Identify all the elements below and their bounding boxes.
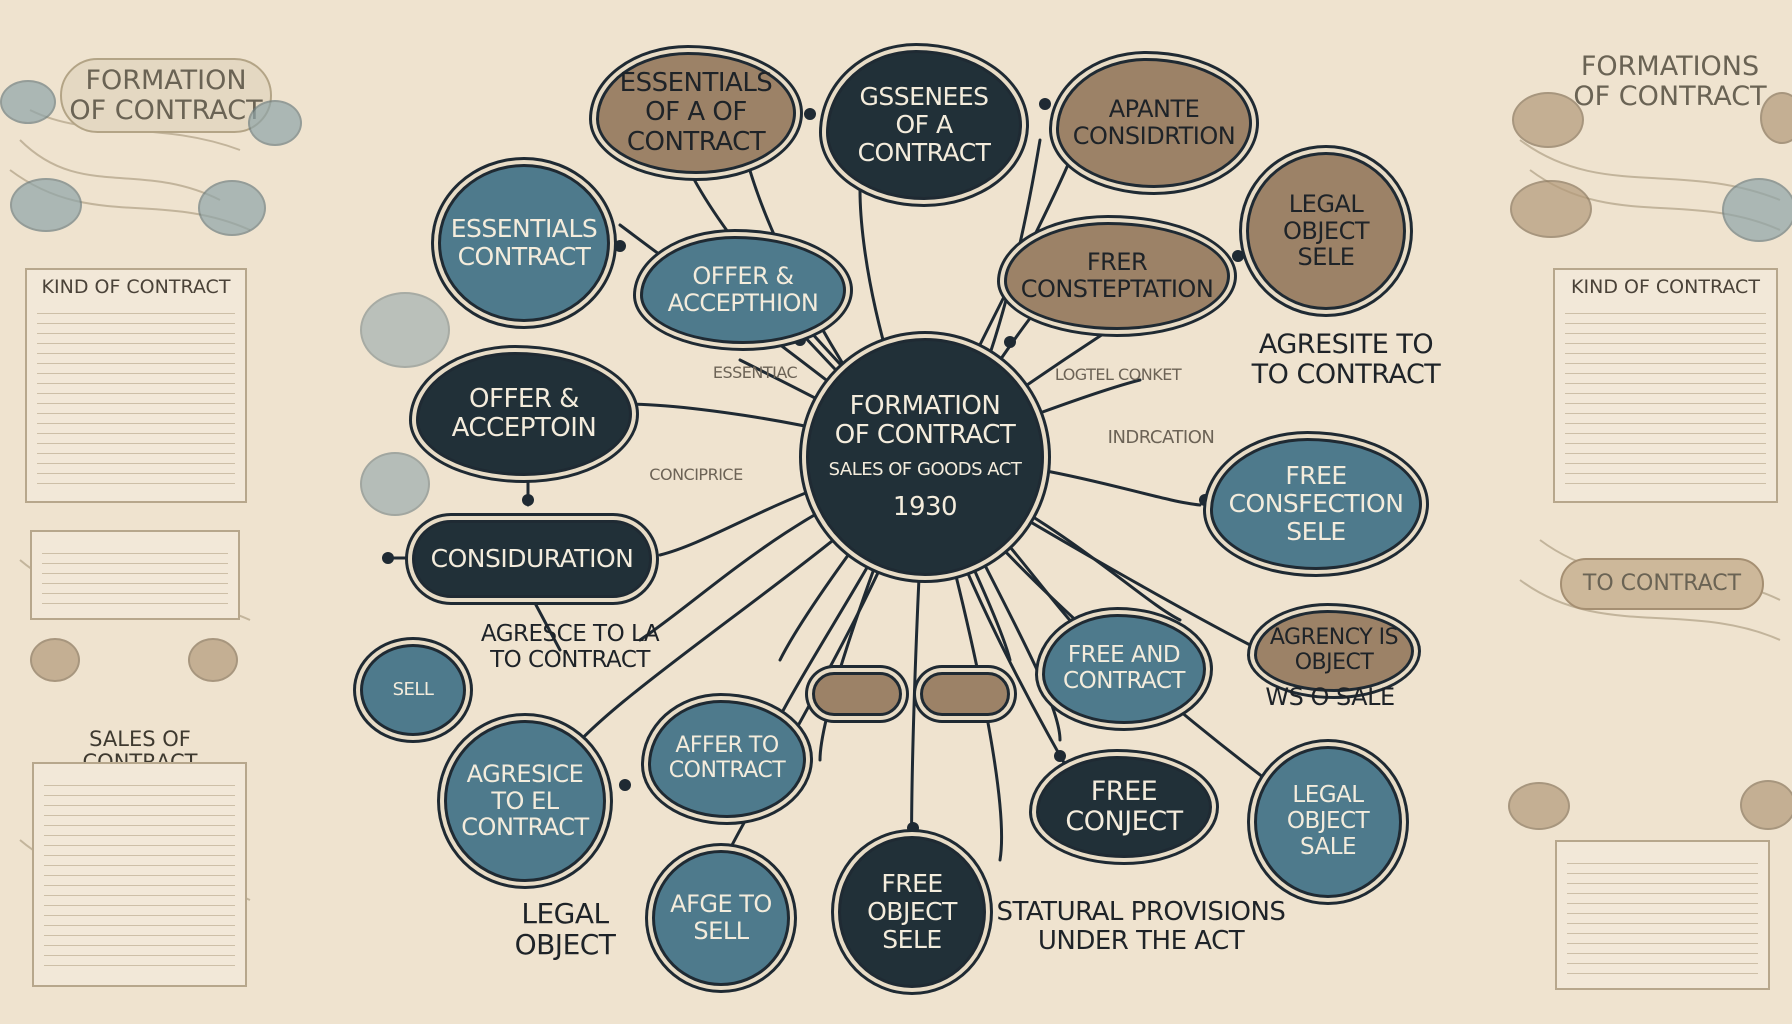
node-frer-consteptation: FRER CONSTEPTATION — [1004, 222, 1230, 330]
center-node-formation-of-contract: FORMATION OF CONTRACT SALES OF GOODS ACT… — [806, 338, 1044, 576]
center-line2: OF CONTRACT — [834, 420, 1016, 451]
label-agresite-to-contract: AGRESITE TO TO CONTRACT — [1251, 329, 1441, 391]
right-kind-panel-title: KIND OF CONTRACT — [1571, 276, 1760, 298]
node-agrency-is-object: AGRENCY IS OBJECT — [1254, 610, 1414, 692]
node-afge-to-sell: AFGE TO SELL — [652, 850, 790, 986]
right-kind-panel-lines — [1565, 304, 1766, 491]
label-ws-o-sale: WS O SALE — [1265, 683, 1395, 711]
node-essentials-of-a-contract-mid: GSSENEES OF A CONTRACT — [826, 50, 1022, 200]
right-badge-5 — [1508, 782, 1570, 830]
right-badge-1 — [1512, 92, 1584, 148]
right-mid-title: TO CONTRACT — [1560, 558, 1764, 611]
left-badge-1 — [0, 80, 56, 124]
left-badge-4 — [198, 180, 266, 236]
center-line1: FORMATION — [849, 391, 1001, 422]
left-badge-3 — [10, 178, 82, 232]
left-kind-panel: KIND OF CONTRACT — [25, 268, 247, 503]
node-essentials-of-a-contract-top: ESSENTIALS OF A OF CONTRACT — [596, 52, 796, 174]
label-statutory-provisions: STATURAL PROVISIONS UNDER THE ACT — [996, 897, 1286, 957]
small-node-left — [812, 672, 902, 716]
label-legal-object: LEGAL OBJECT — [514, 897, 616, 962]
center-line3: SALES OF GOODS ACT — [828, 459, 1022, 481]
right-side-title: FORMATIONS OF CONTRACT — [1573, 51, 1767, 112]
left-badge-5 — [30, 638, 80, 682]
label-logtel-conket: LOGTEL CONKET — [1054, 365, 1182, 384]
node-free-conject: FREE CONJECT — [1036, 756, 1212, 858]
left-sales-panel-lines — [44, 776, 235, 975]
small-node-sell-label: SELL — [392, 678, 434, 700]
node-free-and-contract: FREE AND CONTRACT — [1042, 614, 1206, 724]
right-bottom-panel — [1555, 840, 1770, 990]
node-essentials-contract: ESSENTIALS CONTRACT — [438, 164, 610, 322]
right-badge-3 — [1510, 180, 1592, 238]
node-offer-accepthion: OFFER & ACCEPTHION — [640, 236, 846, 344]
label-agresce-to-contract: AGRESCE TO LA TO CONTRACT — [480, 621, 660, 673]
center-line4: 1930 — [892, 491, 958, 522]
right-badge-6 — [1740, 780, 1792, 830]
left-side-title: FORMATION OF CONTRACT — [60, 58, 272, 134]
small-node-right — [920, 672, 1010, 716]
left-mid-panel — [30, 530, 240, 620]
node-free-consfection-sele: FREE CONSFECTION SELE — [1210, 438, 1422, 570]
left-badge-2 — [248, 100, 302, 146]
node-offer-acceptoin: OFFER & ACCEPTOIN — [416, 352, 632, 476]
right-kind-panel: KIND OF CONTRACT — [1553, 268, 1778, 503]
label-conciprice: CONCIPRICE — [649, 465, 743, 484]
small-node-sell: SELL — [360, 644, 466, 736]
left-mid-panel-lines — [42, 544, 228, 608]
right-badge-4 — [1722, 178, 1792, 242]
label-essentiac: ESSENTIAC — [712, 363, 798, 382]
node-legal-object-sele: LEGAL OBJECT SELE — [1246, 152, 1406, 310]
node-apante-consideration: APANTE CONSIDRTION — [1056, 58, 1252, 188]
left-kind-panel-lines — [37, 304, 235, 491]
node-free-object-sele: FREE OBJECT SELE — [838, 836, 986, 988]
node-considuration: CONSIDURATION — [412, 520, 652, 598]
left-kind-panel-title: KIND OF CONTRACT — [41, 276, 231, 298]
label-indrcation: INDRCATION — [1107, 427, 1215, 448]
right-bottom-panel-lines — [1567, 854, 1758, 978]
right-badge-2 — [1760, 92, 1792, 144]
small-badge-left-mid — [360, 452, 430, 516]
left-sales-panel — [32, 762, 247, 987]
node-affer-to-contract: AFFER TO CONTRACT — [648, 700, 806, 818]
node-agresice-to-el-contract: AGRESICE TO EL CONTRACT — [444, 720, 606, 882]
node-legal-object-sale: LEGAL OBJECT SALE — [1254, 746, 1402, 898]
small-badge-left-top — [360, 292, 450, 368]
left-badge-6 — [188, 638, 238, 682]
